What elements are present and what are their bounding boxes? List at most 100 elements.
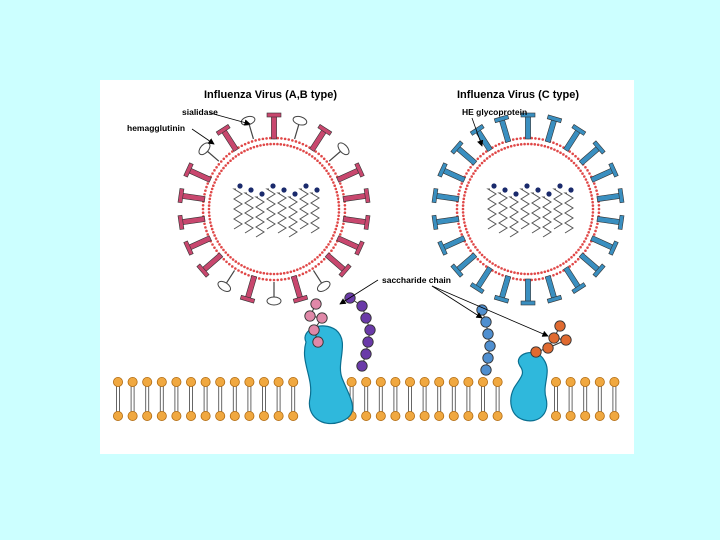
sugar-unit	[356, 300, 368, 312]
virion-ab	[177, 112, 371, 306]
hemagglutinin-spike	[336, 235, 365, 256]
hemagglutinin-spike	[342, 214, 371, 230]
hemagglutinin-spike	[177, 188, 206, 204]
rna-segment	[287, 196, 298, 238]
sugar-unit	[480, 364, 492, 376]
saccharide-arrow	[431, 285, 483, 319]
lipid-head	[390, 376, 401, 387]
lipid-head	[171, 410, 182, 421]
lipid-head	[375, 410, 386, 421]
rna-segment	[486, 188, 497, 230]
sialidase-head	[266, 296, 282, 306]
lipid-head	[463, 410, 474, 421]
rna-segment	[232, 188, 243, 230]
he-glycoprotein-spike	[563, 124, 587, 152]
right-title: Influenza Virus (C type)	[457, 89, 579, 101]
lipid-head	[229, 410, 240, 421]
lipid-head	[112, 410, 123, 421]
lipid-head	[419, 410, 430, 421]
sialidase	[293, 124, 300, 140]
hemagglutinin-spike	[290, 275, 309, 304]
he-glycoprotein-spike	[578, 252, 606, 278]
hemagglutinin-spike	[215, 124, 239, 152]
rna-segment	[265, 188, 276, 230]
lipid-head	[127, 376, 138, 387]
lipid-head	[127, 410, 138, 421]
saccharide-chain-pink	[304, 298, 328, 348]
rna-segment	[243, 192, 254, 234]
sialidase-head	[240, 115, 256, 126]
sialidase	[328, 150, 341, 162]
hemagglutinin-spike	[324, 252, 352, 278]
he-glycoprotein-spike	[544, 114, 563, 143]
sugar-unit	[480, 316, 492, 328]
lipid-head	[346, 376, 357, 387]
lipid-head	[258, 410, 269, 421]
sugar-unit	[542, 342, 554, 354]
label-he-glycoprotein: HE glycoprotein	[462, 107, 527, 117]
polymerase	[557, 183, 563, 189]
polymerase	[524, 183, 530, 189]
sialidase-head	[337, 142, 350, 156]
he-glycoprotein-spike	[578, 140, 606, 166]
rna-segment	[541, 196, 552, 238]
label-saccharide-chain: saccharide chain	[382, 275, 451, 285]
lipid-head	[463, 376, 474, 387]
he-glycoprotein-spike	[590, 235, 619, 256]
cell-membrane	[112, 376, 620, 421]
hemagglutinin-spike	[336, 162, 365, 183]
polymerase	[259, 191, 265, 197]
lipid-head	[404, 410, 415, 421]
lipid-head	[375, 376, 386, 387]
he-glycoprotein-spike	[431, 188, 460, 204]
rna-segment	[497, 192, 508, 234]
polymerase	[568, 187, 574, 193]
lipid-head	[448, 410, 459, 421]
lipid-head	[186, 410, 197, 421]
receptor-protein-left	[304, 325, 354, 425]
sugar-unit	[316, 312, 328, 324]
rna-segment	[552, 188, 563, 230]
sialidase-head	[316, 280, 331, 292]
rna-segment	[563, 192, 574, 234]
he-glycoprotein-spike	[437, 162, 466, 183]
hemagglutinin-spike	[342, 188, 371, 204]
he-glycoprotein-spike	[596, 214, 625, 230]
lipid-head	[609, 410, 620, 421]
hemagglutinin-spike	[196, 252, 224, 278]
virion-c	[431, 112, 625, 306]
lipid-head	[142, 376, 153, 387]
sugar-unit	[554, 320, 566, 332]
lipid-head	[244, 410, 255, 421]
polymerase	[513, 191, 519, 197]
sialidase-head	[292, 115, 308, 126]
lipid-head	[156, 410, 167, 421]
he-glycoprotein-arrow	[471, 117, 484, 147]
lipid-head	[434, 376, 445, 387]
saccharide-chain-orange	[530, 320, 572, 358]
sugar-unit	[304, 310, 316, 322]
sialidase	[312, 270, 323, 284]
rna-segment	[298, 188, 309, 230]
saccharide-chain-purple	[344, 292, 376, 372]
lipid-head	[609, 376, 620, 387]
he-glycoprotein-spike	[590, 162, 619, 183]
sugar-unit	[530, 346, 542, 358]
lipid-head	[550, 410, 561, 421]
rna-segment	[254, 196, 265, 238]
saccharide-arrow	[339, 279, 379, 305]
hemagglutinin-spike	[177, 214, 206, 230]
hemagglutinin-spike	[266, 112, 282, 140]
saccharide-arrow	[431, 285, 549, 337]
lipid-head	[229, 376, 240, 387]
hemagglutinin-spike	[183, 235, 212, 256]
lipid-head	[361, 376, 372, 387]
lipid-head	[288, 376, 299, 387]
sugar-unit	[560, 334, 572, 346]
sialidase	[248, 124, 255, 140]
rna-segment	[530, 192, 541, 234]
lipid-head	[565, 376, 576, 387]
polymerase	[491, 183, 497, 189]
lipid-head	[594, 410, 605, 421]
